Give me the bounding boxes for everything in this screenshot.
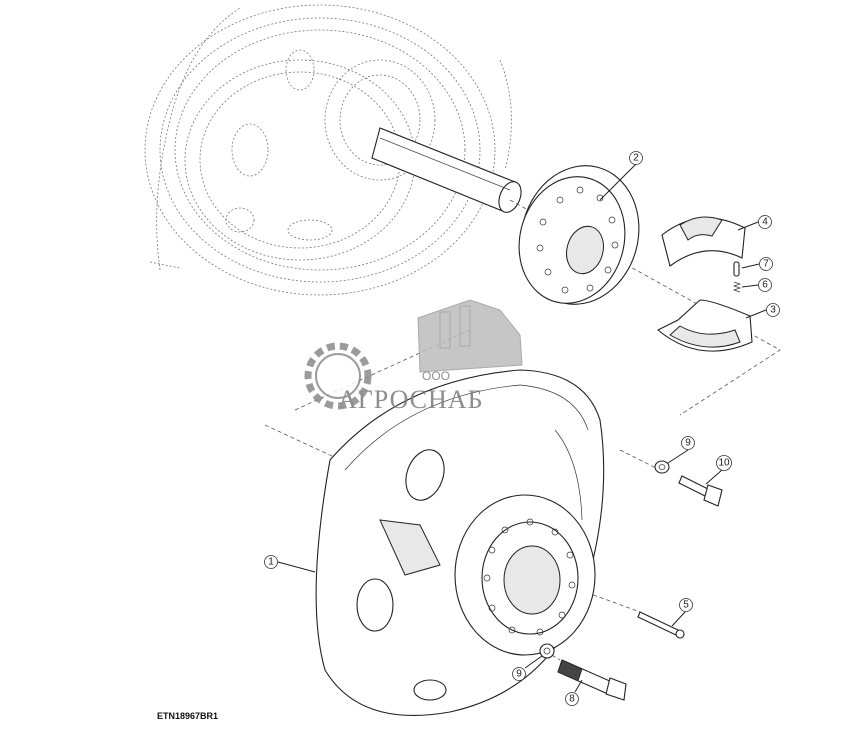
watermark: ООО АГРОСНАБ: [304, 299, 523, 414]
callout-10: 10: [718, 458, 730, 469]
callout-9-lower: 9: [516, 669, 522, 680]
callout-5: 5: [683, 600, 689, 611]
watermark-prefix: ООО: [422, 369, 450, 383]
pin-5: [637, 611, 685, 639]
tractor-icon: [417, 299, 523, 373]
callout-8: 8: [569, 694, 575, 705]
washer-9-upper: [654, 460, 670, 474]
axle-shaft: [371, 127, 522, 213]
spring: [732, 281, 742, 293]
gear-icon: [304, 342, 372, 410]
watermark-name: АГРОСНАБ: [338, 385, 484, 414]
roll-pin: [733, 261, 740, 277]
ghost-wheel: [144, 4, 512, 296]
callout-9-upper: 9: [685, 438, 691, 449]
callout-7: 7: [763, 259, 769, 270]
lower-wedge: [657, 299, 753, 352]
callouts: 2 4 7 6 3 9 10 1 5 9: [264, 151, 780, 706]
callout-4: 4: [762, 217, 768, 228]
bolt-10: [678, 475, 723, 507]
upper-wedge: [661, 216, 746, 267]
washer-9-lower: [539, 643, 555, 659]
callout-6: 6: [762, 280, 768, 291]
bolt-8: [557, 659, 627, 701]
housing: [315, 369, 605, 716]
callout-2: 2: [633, 153, 639, 164]
drawing-code: ETN18967BR1: [157, 711, 218, 721]
callout-1: 1: [268, 557, 274, 568]
hub-ring: [518, 165, 640, 305]
callout-3: 3: [770, 305, 776, 316]
